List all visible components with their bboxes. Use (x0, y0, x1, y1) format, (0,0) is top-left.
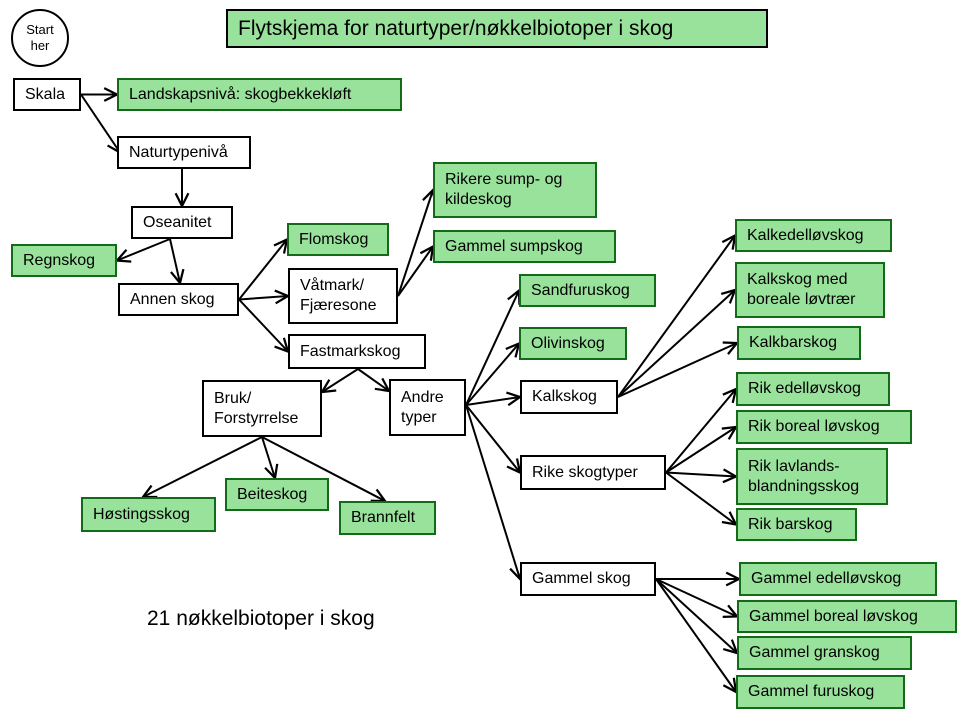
node-rik-lavlands-blandningsskog: Rik lavlands- blandningsskog (736, 448, 888, 505)
node-rike-skogtyper: Rike skogtyper (520, 455, 666, 490)
node-gammel-edellovskog: Gammel edelløvskog (739, 562, 937, 596)
arrow-gammelskog-to-ggran (655, 578, 737, 653)
start-node: Start her (11, 9, 69, 67)
node-hostingsskog: Høstingsskog (81, 497, 216, 532)
arrow-annen-to-vatmark (238, 296, 288, 300)
node-rik-barskog: Rik barskog (736, 508, 857, 541)
node-kalkedellovskog: Kalkedelløvskog (735, 219, 892, 252)
node-kalkskog: Kalkskog (520, 380, 618, 414)
node-kalkbarskog: Kalkbarskog (737, 326, 861, 360)
arrow-skala-to-naturtype (80, 93, 120, 153)
node-gammel-furuskog: Gammel furuskog (736, 675, 905, 709)
arrow-andre-to-kalkskog (465, 397, 520, 405)
arrow-oseanitet-to-annen (169, 238, 180, 283)
node-annen-skog: Annen skog (118, 283, 239, 316)
arrow-vatmark-to-rikere_sump (397, 190, 433, 297)
node-rikere-sump-og-kildeskog: Rikere sump- og kildeskog (433, 162, 597, 218)
arrow-rike-to-riklavland (665, 473, 736, 477)
arrow-vatmark-to-gammel_sump (397, 247, 433, 297)
arrow-kalkskog-to-kalkbar (617, 343, 737, 398)
node-kalkskog-med-boreale-lovtraer: Kalkskog med boreale løvtrær (735, 262, 885, 318)
node-landskapsniva: Landskapsnivå: skogbekkekløft (117, 78, 402, 111)
arrow-fastmark-to-bruk (322, 368, 359, 392)
arrow-fastmark-to-andre (357, 368, 389, 391)
node-regnskog: Regnskog (11, 244, 117, 277)
diagram-title: Flytskjema for naturtyper/nøkkelbiotoper… (226, 9, 768, 48)
node-rik-boreal-lovskog: Rik boreal løvskog (736, 410, 912, 444)
node-olivinskog: Olivinskog (519, 327, 627, 360)
arrow-bruk-to-beite (261, 436, 275, 478)
node-skala: Skala (13, 78, 81, 111)
node-gammel-boreal-lovskog: Gammel boreal løvskog (737, 600, 957, 633)
node-bruk-forstyrrelse: Bruk/ Forstyrrelse (202, 380, 322, 437)
arrow-kalkskog-to-kalkboreal (617, 290, 735, 398)
node-gammel-granskog: Gammel granskog (737, 636, 912, 670)
arrow-oseanitet-to-regnskog (117, 238, 171, 261)
node-sandfuruskog: Sandfuruskog (519, 274, 656, 307)
arrow-gammelskog-to-gfuru (655, 578, 736, 692)
node-rik-edellovskog: Rik edelløvskog (736, 372, 890, 406)
node-andre-typer: Andre typer (389, 379, 466, 436)
node-naturtypeniva: Naturtypenivå (117, 136, 251, 169)
arrow-andre-to-rike (465, 404, 520, 473)
arrow-bruk-to-hosting (143, 436, 263, 497)
arrow-andre-to-sandfuru (465, 291, 519, 406)
node-beiteskog: Beiteskog (225, 478, 329, 511)
arrow-kalkskog-to-kalkedel (617, 236, 735, 398)
arrow-rike-to-rikedel (665, 389, 736, 474)
node-flomskog: Flomskog (287, 223, 389, 256)
node-brannfelt: Brannfelt (339, 501, 436, 535)
arrow-andre-to-gammelskog (465, 404, 520, 579)
node-fastmarkskog: Fastmarkskog (288, 334, 426, 369)
arrow-andre-to-olivin (465, 344, 519, 406)
node-vatmark-fjaeresone: Våtmark/ Fjæresone (288, 268, 398, 324)
arrow-bruk-to-brann (261, 436, 385, 501)
arrow-gammelskog-to-gboreal (655, 578, 737, 617)
node-gammel-sumpskog: Gammel sumpskog (433, 230, 616, 263)
footer-count-label: 21 nøkkelbiotoper i skog (147, 607, 375, 630)
arrow-annen-to-fastmark (238, 298, 288, 352)
arrow-rike-to-rikboreal (665, 427, 736, 474)
node-oseanitet: Oseanitet (131, 206, 233, 239)
arrow-rike-to-rikbar (665, 471, 736, 525)
node-gammel-skog: Gammel skog (520, 562, 656, 596)
arrow-annen-to-flomskog (238, 240, 287, 301)
